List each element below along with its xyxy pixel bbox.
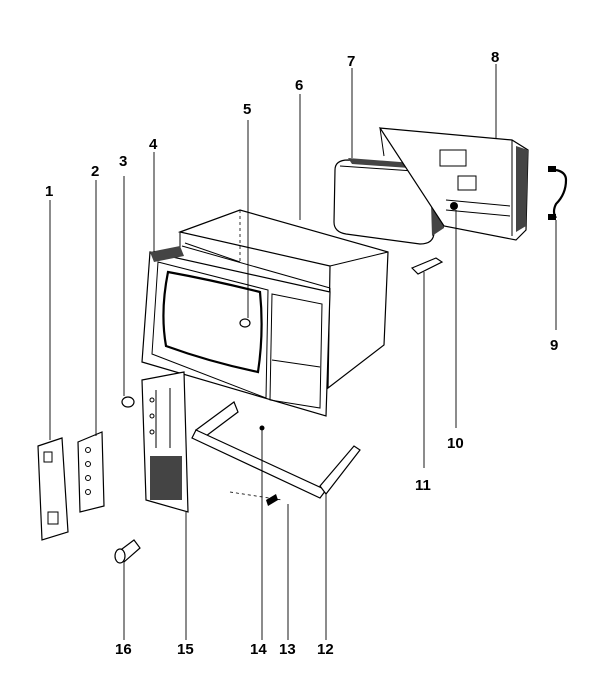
part-connector <box>114 539 141 640</box>
part-front-bezel <box>141 245 331 417</box>
part-cable <box>548 166 568 330</box>
part-label-16: 16 <box>115 641 132 658</box>
part-base-stand <box>191 401 361 640</box>
part-label-13: 13 <box>279 641 296 658</box>
part-button-plate <box>77 180 105 513</box>
part-bracket-small <box>410 257 444 468</box>
part-rear-chassis <box>378 127 529 241</box>
part-mounting-bracket <box>37 200 69 541</box>
part-label-3: 3 <box>119 153 127 170</box>
part-label-14: 14 <box>250 641 267 658</box>
part-label-15: 15 <box>177 641 194 658</box>
part-label-7: 7 <box>347 53 355 70</box>
part-knob <box>239 120 251 328</box>
part-label-4: 4 <box>149 136 158 153</box>
part-clip <box>229 491 289 640</box>
part-label-10: 10 <box>447 435 464 452</box>
part-label-5: 5 <box>243 101 251 118</box>
part-label-11: 11 <box>415 477 431 494</box>
part-screw <box>259 425 265 640</box>
part-label-9: 9 <box>550 337 558 354</box>
part-label-2: 2 <box>91 163 99 180</box>
part-cabinet-shell <box>177 209 389 390</box>
part-control-panel <box>141 371 189 640</box>
part-label-6: 6 <box>295 77 303 94</box>
part-label-12: 12 <box>317 641 334 658</box>
part-label-8: 8 <box>491 49 499 66</box>
part-label-1: 1 <box>45 183 53 200</box>
part-grommet <box>121 176 135 408</box>
